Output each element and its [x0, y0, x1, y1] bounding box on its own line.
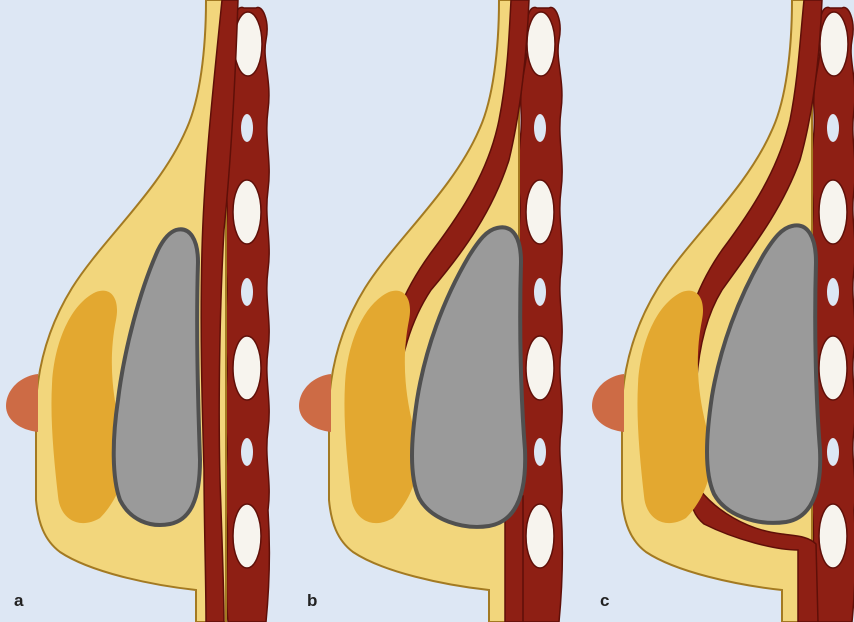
rib — [233, 504, 261, 568]
panel-label-c: c — [600, 592, 609, 609]
rib — [526, 504, 554, 568]
rib-gap — [827, 114, 839, 142]
rib-gap — [241, 278, 253, 306]
nipple — [592, 374, 624, 432]
rib — [526, 180, 554, 244]
rib-gap — [241, 114, 253, 142]
rib — [234, 12, 262, 76]
rib — [819, 180, 847, 244]
rib — [526, 336, 554, 400]
panel-label-a: a — [14, 592, 23, 609]
ribs — [518, 7, 562, 622]
rib-gap — [534, 278, 546, 306]
ribs — [811, 7, 854, 622]
rib — [233, 180, 261, 244]
panel-label-b: b — [307, 592, 317, 609]
rib-gap — [241, 438, 253, 466]
panel-a — [6, 0, 269, 622]
rib — [819, 504, 847, 568]
rib — [233, 336, 261, 400]
rib-gap — [827, 438, 839, 466]
rib — [820, 12, 848, 76]
rib — [819, 336, 847, 400]
panel-c — [592, 0, 854, 622]
nipple — [6, 374, 38, 432]
rib-gap — [534, 114, 546, 142]
nipple — [299, 374, 331, 432]
rib — [527, 12, 555, 76]
rib-gap — [827, 278, 839, 306]
rib-gap — [534, 438, 546, 466]
panel-b — [299, 0, 562, 622]
